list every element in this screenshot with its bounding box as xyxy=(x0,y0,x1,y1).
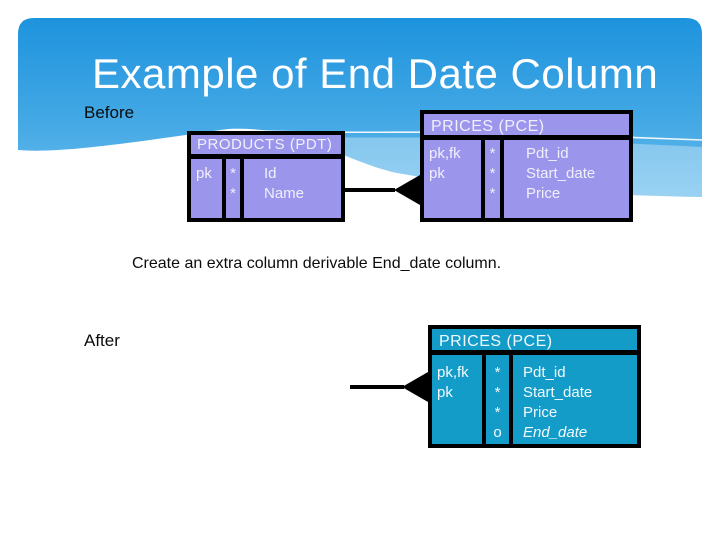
optional-flag: o xyxy=(493,424,502,441)
mandatory-flag: * xyxy=(230,185,236,202)
key-column: pk,fk pk xyxy=(432,355,482,444)
attribute-column: Id Name xyxy=(240,159,341,218)
prices-before-table: PRICES (PCE) pk,fk pk * * * Pdt_id Start… xyxy=(420,110,633,222)
table-body: pk,fk pk * * * o Pdt_id Start_date Price… xyxy=(432,355,637,444)
slide-title: Example of End Date Column xyxy=(92,50,659,97)
key-label: pk xyxy=(429,165,445,182)
attribute-label: Pdt_id xyxy=(523,364,566,381)
attribute-label: Start_date xyxy=(526,165,596,182)
after-label: After xyxy=(84,331,120,350)
key-label: pk xyxy=(437,384,453,401)
key-column: pk,fk pk xyxy=(424,140,481,218)
before-label: Before xyxy=(84,103,135,122)
attribute-label: Pdt_id xyxy=(526,145,569,162)
key-label: pk,fk xyxy=(429,145,461,162)
products-table: PRODUCTS (PDT) pk * * Id Name xyxy=(187,131,345,222)
key-label: pk,fk xyxy=(437,364,469,381)
mandatory-flag: * xyxy=(230,165,236,182)
table-title: PRODUCTS (PDT) xyxy=(191,135,341,159)
many-end-arrow-icon xyxy=(394,175,420,205)
attribute-label: Price xyxy=(526,185,561,202)
mandatory-column: * * xyxy=(222,159,240,218)
mandatory-flag: * xyxy=(494,384,501,401)
mandatory-flag: * xyxy=(489,145,496,162)
mandatory-flag: * xyxy=(489,165,496,182)
key-label: pk xyxy=(196,165,212,182)
key-column: pk xyxy=(191,159,222,218)
mandatory-column: * * * o xyxy=(482,355,509,444)
attribute-label: Name xyxy=(264,185,305,202)
prices-after-table: PRICES (PCE) pk,fk pk * * * o Pdt_id Sta… xyxy=(428,325,641,448)
mandatory-column: * * * xyxy=(481,140,500,218)
table-body: pk * * Id Name xyxy=(191,159,341,218)
attribute-column: Pdt_id Start_date Price End_date xyxy=(509,355,637,444)
mandatory-flag: * xyxy=(489,185,496,202)
relationship-line xyxy=(345,188,395,192)
relationship-line xyxy=(350,385,404,389)
attribute-label: Price xyxy=(523,404,558,421)
caption-text: Create an extra column derivable End_dat… xyxy=(132,255,502,272)
mandatory-flag: * xyxy=(494,404,501,421)
many-end-arrow-icon xyxy=(402,372,428,402)
attribute-column: Pdt_id Start_date Price xyxy=(500,140,629,218)
attribute-label-derived: End_date xyxy=(523,424,588,441)
attribute-label: Start_date xyxy=(523,384,593,401)
mandatory-flag: * xyxy=(494,364,501,381)
table-title: PRICES (PCE) xyxy=(424,114,629,140)
table-title: PRICES (PCE) xyxy=(432,329,637,355)
table-body: pk,fk pk * * * Pdt_id Start_date Price xyxy=(424,140,629,218)
attribute-label: Id xyxy=(264,165,277,182)
